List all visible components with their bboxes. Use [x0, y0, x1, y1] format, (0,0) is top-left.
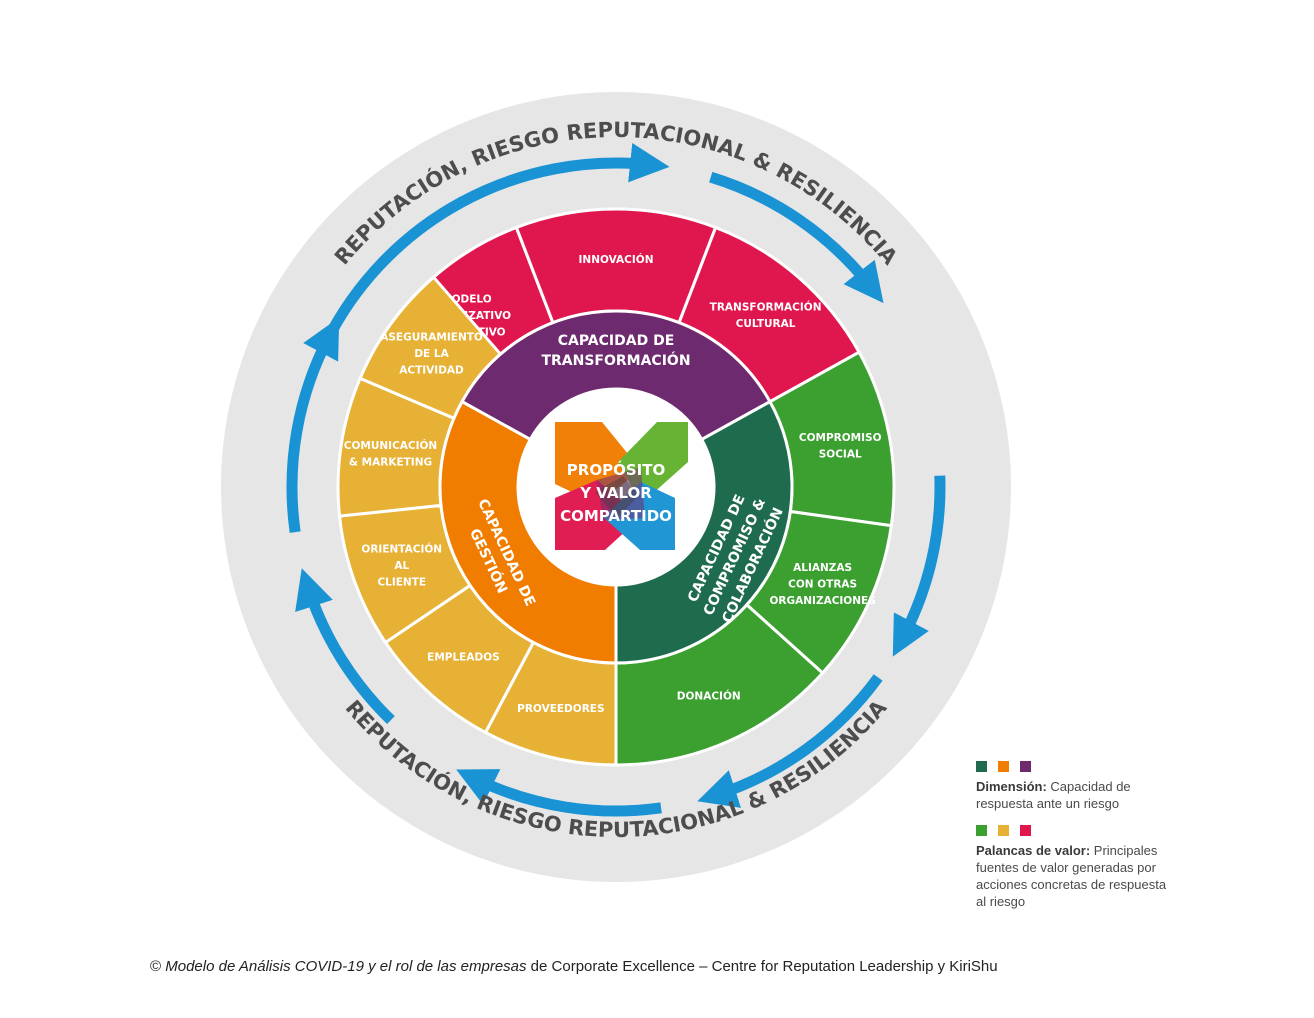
footer-italic: Modelo de Análisis COVID-19 y el rol de …	[165, 958, 527, 975]
footer-suffix: de Corporate Excellence – Centre for Rep…	[526, 958, 998, 975]
lever-donacion-label: DONACIÓN	[677, 689, 741, 702]
footer-credit: © Modelo de Análisis COVID-19 y el rol d…	[150, 958, 998, 975]
cycle-arrow-3	[892, 475, 946, 657]
dimension-swatches	[976, 761, 1176, 772]
legend-levers: Palancas de valor: Principales fuentes d…	[976, 825, 1176, 910]
dimension-compromiso-label: CAPACIDAD DECOMPROMISO &COLABORACIÓN	[683, 487, 788, 626]
lever-comunicacion-marketing-label: COMUNICACIÓN& MARKETING	[344, 439, 437, 469]
legend-lever-title: Palancas de valor:	[976, 843, 1091, 858]
lever-swatches	[976, 825, 1176, 836]
cycle-arrow-7	[286, 317, 340, 533]
legend-lever-text: Principales fuentes de valor generadas p…	[976, 843, 1167, 909]
cycle-arrow-4	[697, 674, 883, 808]
legend-dimension-text: Capacidad de respuesta ante un riesgo	[976, 779, 1131, 811]
lever-swatch-1	[976, 825, 987, 836]
dimension-gestion: CAPACIDAD DEGESTIÓN	[438, 399, 618, 665]
dimension-swatch-1	[976, 761, 987, 772]
lever-swatch-3	[1020, 825, 1031, 836]
lever-innovacion-label: INNOVACIÓN	[579, 253, 654, 266]
dimension-transformacion-sector	[460, 309, 772, 442]
cycle-arrow-1	[322, 143, 670, 343]
cycle-arrow-5	[456, 769, 662, 817]
cycle-arrows	[286, 143, 946, 817]
value-levers: MODELOORGANIZATIVOY OPERATIVOINNOVACIÓNT…	[336, 207, 896, 767]
lever-swatch-2	[998, 825, 1009, 836]
legend-dimension-title: Dimensión:	[976, 779, 1047, 794]
lever-empleados-label: EMPLEADOS	[427, 651, 500, 663]
footer-prefix: ©	[150, 958, 166, 975]
cycle-arrow-6	[295, 568, 395, 725]
dimension-swatch-2	[998, 761, 1009, 772]
legend-dimension: Dimensión: Capacidad de respuesta ante u…	[976, 761, 1176, 812]
dimension-gestion-sector	[438, 399, 618, 665]
purpose-logo-icon	[555, 422, 688, 550]
cycle-arrow-2	[709, 171, 884, 304]
dimension-swatch-3	[1020, 761, 1031, 772]
dimension-compromiso-sector	[614, 399, 794, 665]
lever-proveedores-label: PROVEEDORES	[517, 703, 604, 715]
dimension-compromiso: CAPACIDAD DECOMPROMISO &COLABORACIÓN	[614, 399, 794, 665]
